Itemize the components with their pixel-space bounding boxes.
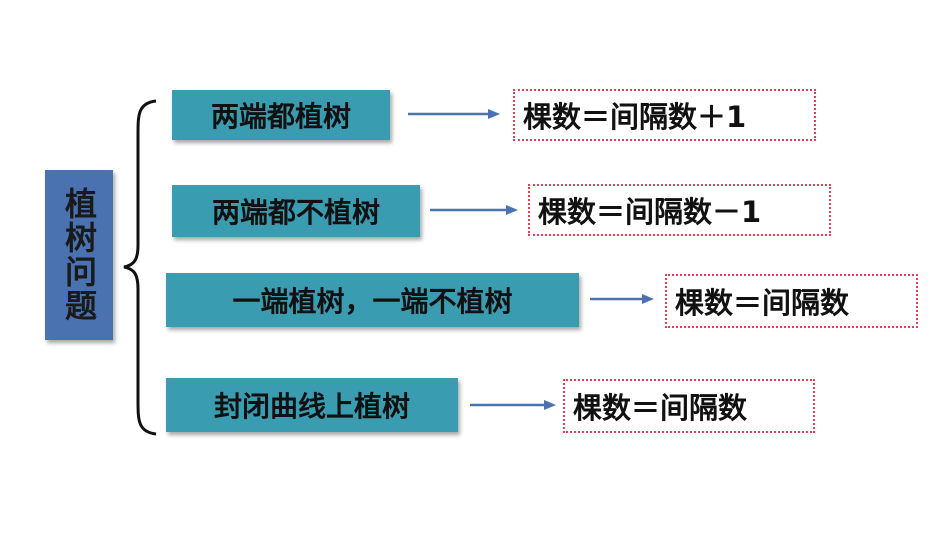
category-neither-end: 两端都不植树 <box>172 185 420 237</box>
category-label: 两端都植树 <box>210 100 351 133</box>
arrow-right-icon <box>470 400 556 410</box>
category-one-end: 一端植树，一端不植树 <box>166 273 579 327</box>
formula-text: 棵数＝间隔数 <box>675 286 850 320</box>
arrow-right-icon <box>430 205 518 215</box>
category-both-ends: 两端都植树 <box>172 90 390 140</box>
formula-text: 棵数＝间隔数＋1 <box>523 100 747 134</box>
category-label: 封闭曲线上植树 <box>213 390 410 423</box>
curly-brace <box>123 99 157 436</box>
arrow-right-icon <box>408 109 500 119</box>
formula-both-ends: 棵数＝间隔数＋1 <box>513 89 816 141</box>
arrow-right-icon <box>590 294 654 304</box>
formula-text: 棵数＝间隔数 <box>573 391 748 425</box>
category-label: 一端植树，一端不植树 <box>232 285 513 318</box>
formula-neither-end: 棵数＝间隔数－1 <box>528 184 831 236</box>
formula-closed-curve: 棵数＝间隔数 <box>563 379 815 433</box>
formula-text: 棵数＝间隔数－1 <box>538 195 762 229</box>
formula-one-end: 棵数＝间隔数 <box>665 274 918 328</box>
category-label: 两端都不植树 <box>211 196 380 229</box>
main-topic-box: 植树问题 <box>45 170 113 340</box>
main-topic-label: 植树问题 <box>60 187 98 323</box>
category-closed-curve: 封闭曲线上植树 <box>166 378 458 432</box>
